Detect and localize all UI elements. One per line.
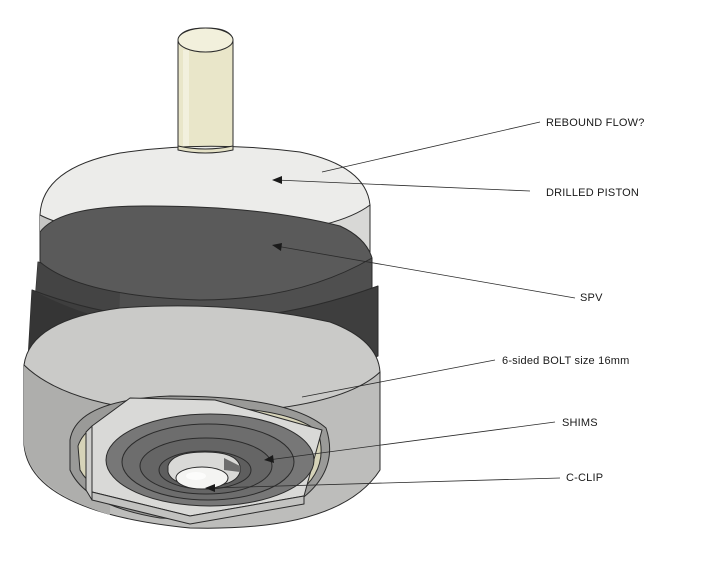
leader-shims (267, 421, 556, 461)
label-rebound-flow: REBOUND FLOW? (546, 117, 645, 129)
arrowhead-shims (264, 455, 274, 463)
arrowhead-drilled-piston (272, 176, 282, 184)
leader-lines (205, 121, 576, 492)
piston-rod (177, 27, 234, 149)
label-spv: SPV (580, 292, 603, 304)
label-shims: SHIMS (562, 417, 598, 429)
leader-drilled-piston (275, 179, 531, 192)
callout-labels: REBOUND FLOW? DRILLED PISTON SPV 6-sided… (502, 117, 645, 484)
leader-rebound-flow (321, 121, 541, 173)
label-c-clip: C-CLIP (566, 472, 603, 484)
leader-bolt (301, 359, 496, 398)
leader-c-clip (209, 477, 561, 489)
arrowhead-c-clip (205, 484, 215, 492)
leader-spv (275, 245, 576, 299)
c-clip (167, 451, 241, 490)
label-bolt: 6-sided BOLT size 16mm (502, 355, 629, 367)
label-drilled-piston: DRILLED PISTON (546, 187, 639, 199)
arrowhead-spv (272, 243, 282, 251)
